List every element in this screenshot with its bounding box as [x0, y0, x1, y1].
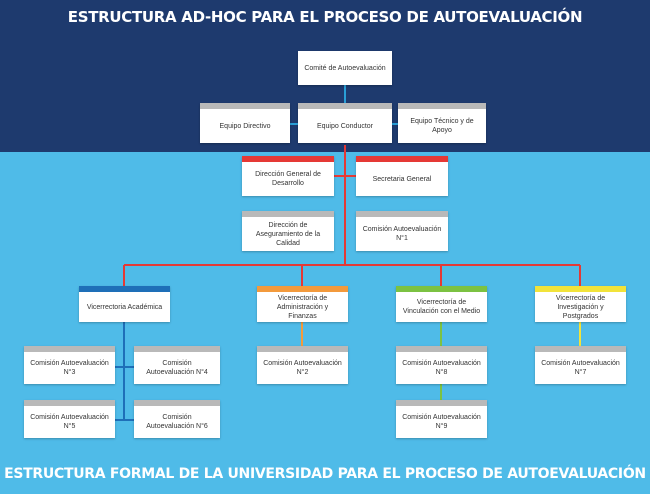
node-dir-desarrollo-label: Dirección General de Desarrollo	[255, 171, 321, 187]
node-dir-desarrollo: Dirección General de Desarrollo	[242, 156, 334, 196]
node-comision-4-label: Comisión Autoevaluación N°4	[146, 360, 208, 376]
node-comision-8-label: Comisión Autoevaluación N°8	[402, 360, 481, 376]
node-comision-4: Comisión Autoevaluación N°4	[134, 346, 220, 384]
node-vic-investigacion-label: Vicerrectoría de Investigación y Postgra…	[555, 294, 606, 320]
node-equipo-conductor-label: Equipo Conductor	[316, 122, 374, 130]
node-comision-2: Comisión Autoevaluación N°2	[257, 346, 348, 384]
node-vic-admin: Vicerrectoría de Administración y Finanz…	[257, 286, 348, 322]
node-vic-academica-label: Vicerrectoria Académica	[86, 303, 163, 311]
node-comision-9-label: Comisión Autoevaluación N°9	[402, 414, 481, 430]
node-comision-7: Comisión Autoevaluación N°7	[535, 346, 626, 384]
node-comision-6: Comisión Autoevaluación N°6	[134, 400, 220, 438]
node-comision-5: Comisión Autoevaluación N°5	[24, 400, 115, 438]
node-vic-admin-label: Vicerrectoría de Administración y Finanz…	[276, 294, 329, 320]
node-comision-8: Comisión Autoevaluación N°8	[396, 346, 487, 384]
node-equipo-directivo: Equipo Directivo	[200, 103, 290, 143]
node-comision-1: Comisión Autoevaluación N°1	[356, 211, 448, 251]
node-equipo-tecnico: Equipo Técnico y de Apoyo	[398, 103, 486, 143]
node-equipo-directivo-label: Equipo Directivo	[219, 122, 271, 130]
node-secretaria-label: Secretaria General	[372, 175, 432, 183]
node-comision-5-label: Comisión Autoevaluación N°5	[30, 414, 109, 430]
node-dir-calidad-label: Dirección de Aseguramiento de la Calidad	[255, 221, 321, 247]
node-dir-calidad: Dirección de Aseguramiento de la Calidad	[242, 211, 334, 251]
node-vic-investigacion: Vicerrectoría de Investigación y Postgra…	[535, 286, 626, 322]
node-comision-2-label: Comisión Autoevaluación N°2	[263, 360, 342, 376]
node-vic-academica: Vicerrectoria Académica	[79, 286, 170, 322]
node-equipo-tecnico-label: Equipo Técnico y de Apoyo	[410, 118, 474, 134]
node-vic-vinculacion-label: Vicerrectoría de Vinculación con el Medi…	[402, 299, 481, 315]
node-comite: Comité de Autoevaluación	[298, 51, 392, 85]
node-equipo-conductor: Equipo Conductor	[298, 103, 392, 143]
node-comision-9: Comisión Autoevaluación N°9	[396, 400, 487, 438]
node-comision-3: Comisión Autoevaluación N°3	[24, 346, 115, 384]
adhoc-title: ESTRUCTURA AD-HOC PARA EL PROCESO DE AUT…	[67, 8, 583, 26]
node-secretaria: Secretaria General	[356, 156, 448, 196]
formal-title: ESTRUCTURA FORMAL DE LA UNIVERSIDAD PARA…	[4, 466, 646, 482]
node-comision-6-label: Comisión Autoevaluación N°6	[146, 414, 208, 430]
node-comision-1-label: Comisión Autoevaluación N°1	[362, 226, 442, 242]
node-comite-label: Comité de Autoevaluación	[304, 64, 386, 72]
node-comision-3-label: Comisión Autoevaluación N°3	[30, 360, 109, 376]
node-comision-7-label: Comisión Autoevaluación N°7	[541, 360, 620, 376]
node-vic-vinculacion: Vicerrectoría de Vinculación con el Medi…	[396, 286, 487, 322]
